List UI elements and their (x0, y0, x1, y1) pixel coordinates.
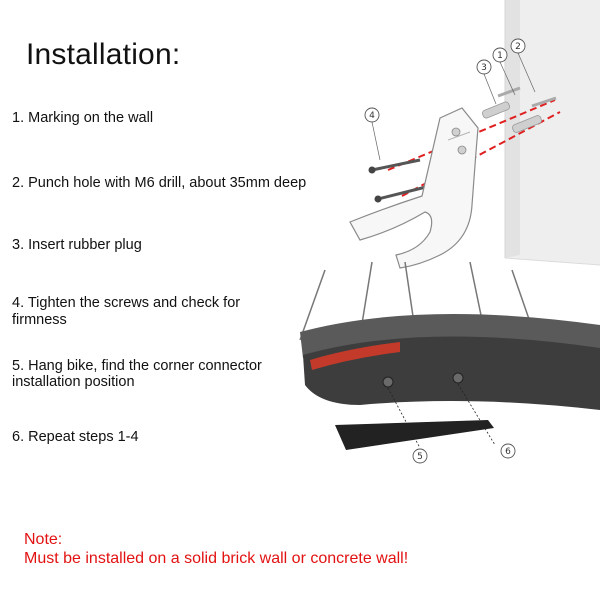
callout-2: 2 (510, 38, 536, 93)
callout-6: 6 (500, 443, 516, 459)
svg-text:4: 4 (369, 111, 375, 121)
step-6: 6. Repeat steps 1-4 (12, 429, 139, 445)
callout-markers: 1 2 3 4 5 6 (364, 38, 536, 464)
callout-1: 1 (492, 47, 516, 96)
svg-text:6: 6 (505, 447, 511, 457)
step-2: 2. Punch hole with M6 drill, about 35mm … (12, 175, 307, 191)
note-text: Must be installed on a solid brick wall … (24, 550, 409, 567)
svg-text:1: 1 (497, 51, 503, 61)
callout-3: 3 (476, 59, 497, 105)
corner-connector-illustration (335, 420, 494, 450)
step-4-continued: firmness (12, 312, 67, 328)
step-1: 1. Marking on the wall (12, 110, 154, 126)
step-5: 5. Hang bike, find the corner connector (12, 358, 262, 374)
step-5-continued: installation position (12, 374, 135, 390)
step-3: 3. Insert rubber plug (12, 237, 142, 253)
hook-bracket-illustration (349, 107, 479, 269)
svg-text:2: 2 (515, 42, 521, 52)
note-heading: Note: (24, 531, 63, 548)
page-title: Installation: (26, 38, 181, 71)
callout-5: 5 (412, 448, 428, 464)
step-4: 4. Tighten the screws and check for (12, 295, 241, 311)
svg-text:5: 5 (417, 452, 423, 462)
svg-text:3: 3 (481, 63, 487, 73)
warning-note: Note: Must be installed on a solid brick… (24, 530, 408, 568)
callout-4: 4 (364, 107, 381, 161)
wall-illustration (504, 0, 600, 266)
bike-wheel-illustration (299, 261, 600, 449)
